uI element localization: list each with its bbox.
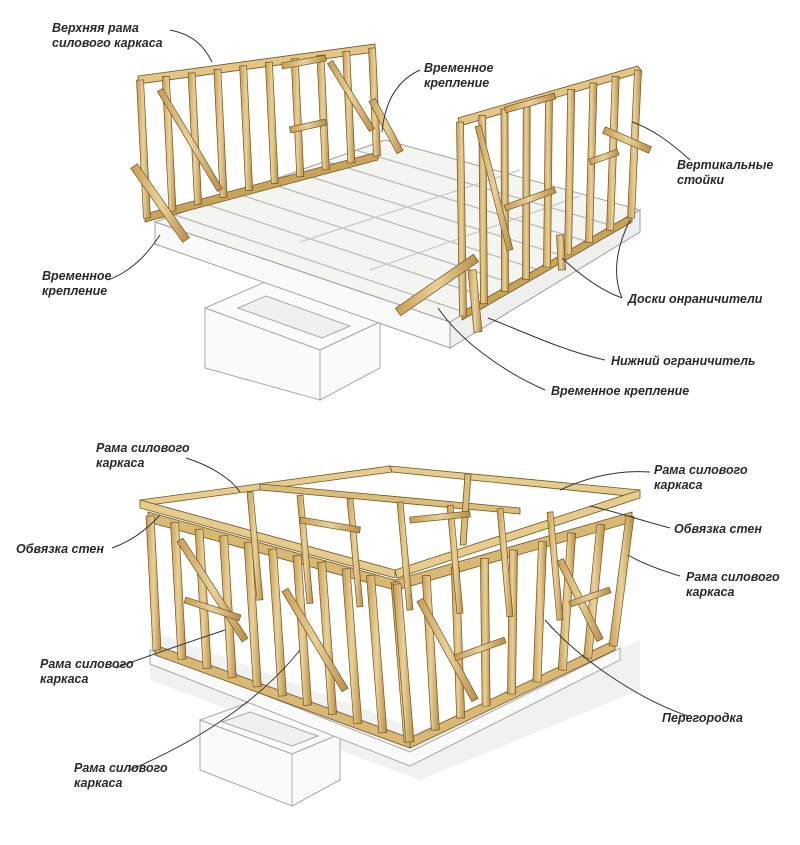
wall-studs-bottom (145, 491, 635, 743)
wall-stud (145, 515, 162, 651)
wall-stud (608, 515, 635, 647)
wall-tie (299, 516, 361, 534)
window-sill (568, 586, 612, 608)
upper-frame (139, 465, 641, 579)
label-vertical-studs: Вертикальные стойки (677, 158, 774, 187)
wall-studs-top (136, 47, 642, 317)
wall-tie (409, 510, 471, 524)
wall-stud (500, 108, 509, 292)
interior-stud (446, 504, 464, 614)
leader-lines (107, 29, 691, 771)
bottom-limiter-post (467, 269, 483, 333)
wall-stud (532, 540, 547, 683)
wall-stud (170, 522, 187, 660)
label-temp-brace-bottom: Временное крепление (551, 384, 690, 398)
window-sill (588, 148, 620, 166)
top-figure-art (130, 43, 652, 401)
window-sill (453, 636, 507, 662)
wall-stud (342, 51, 356, 164)
label-wall-tie-left: Обвязка стен (16, 542, 104, 556)
wall-stud (317, 561, 338, 716)
wall-stud (316, 54, 330, 171)
interior-stud (246, 491, 264, 601)
label-wall-tie-right: Обвязка стен (674, 522, 762, 536)
diagonal-brace (156, 87, 224, 193)
label-temp-brace-top: Временное крепление (424, 61, 494, 90)
wall-stud (239, 65, 254, 191)
bottom-figure-art (139, 465, 641, 807)
wall-stud (522, 102, 531, 280)
label-partition: Перегородка (662, 711, 743, 725)
diagonal-brace (474, 124, 514, 252)
label-temp-brace-left: Временное крепление (42, 269, 112, 298)
window-sill (183, 596, 242, 622)
temporary-brace (394, 253, 480, 317)
wall-stud (366, 574, 388, 734)
interior-stud (396, 501, 414, 611)
temporary-brace (130, 163, 190, 243)
wall-stud (421, 574, 440, 731)
wall-stud (341, 568, 363, 725)
wall-stud (268, 548, 287, 697)
foundation-pit-bottom (198, 701, 342, 807)
wall-stud (290, 58, 305, 178)
temporary-brace (368, 97, 404, 155)
wall-stud (187, 72, 202, 205)
interior-stud (496, 508, 514, 618)
label-frame-top-left: Рама силового каркаса (96, 441, 190, 470)
wall-stud (161, 75, 177, 212)
diagonal-brace (416, 597, 479, 703)
foundation-pit-top (203, 281, 382, 401)
wall-stud (564, 89, 576, 256)
diagonal-brace (176, 537, 249, 643)
wall-stud (392, 583, 415, 743)
label-frame-left: Рама силового каркаса (40, 657, 134, 686)
label-frame-right: Рама силового каркаса (686, 570, 780, 599)
label-frame-bottom-left: Рама силового каркаса (74, 761, 168, 790)
window-header (281, 54, 327, 70)
diagonal-brace (326, 59, 376, 133)
window-header (503, 92, 557, 114)
diagonal-brace (281, 587, 349, 693)
wall-stud (136, 79, 151, 219)
wall-stud (557, 532, 577, 671)
interior-stud (546, 511, 564, 621)
limiter-board (556, 234, 566, 271)
wall-stud (213, 68, 228, 198)
label-bottom-limiter: Нижний ограничитель (611, 354, 756, 368)
window-sill (288, 118, 328, 134)
wall-stud (543, 95, 553, 268)
window-sill (503, 186, 557, 212)
wall-stud (243, 541, 262, 688)
temporary-brace (602, 126, 652, 154)
wall-stud (292, 554, 312, 706)
wall-braces-top (130, 59, 652, 333)
label-frame-top-right: Рама силового каркаса (654, 463, 748, 492)
wall-stud (265, 61, 279, 185)
label-limiter-boards: Доски онраничители (628, 292, 763, 306)
foundation-slab (149, 647, 621, 767)
label-top-frame: Верхняя рама силового каркаса (52, 21, 163, 50)
wall-stud (480, 558, 491, 707)
